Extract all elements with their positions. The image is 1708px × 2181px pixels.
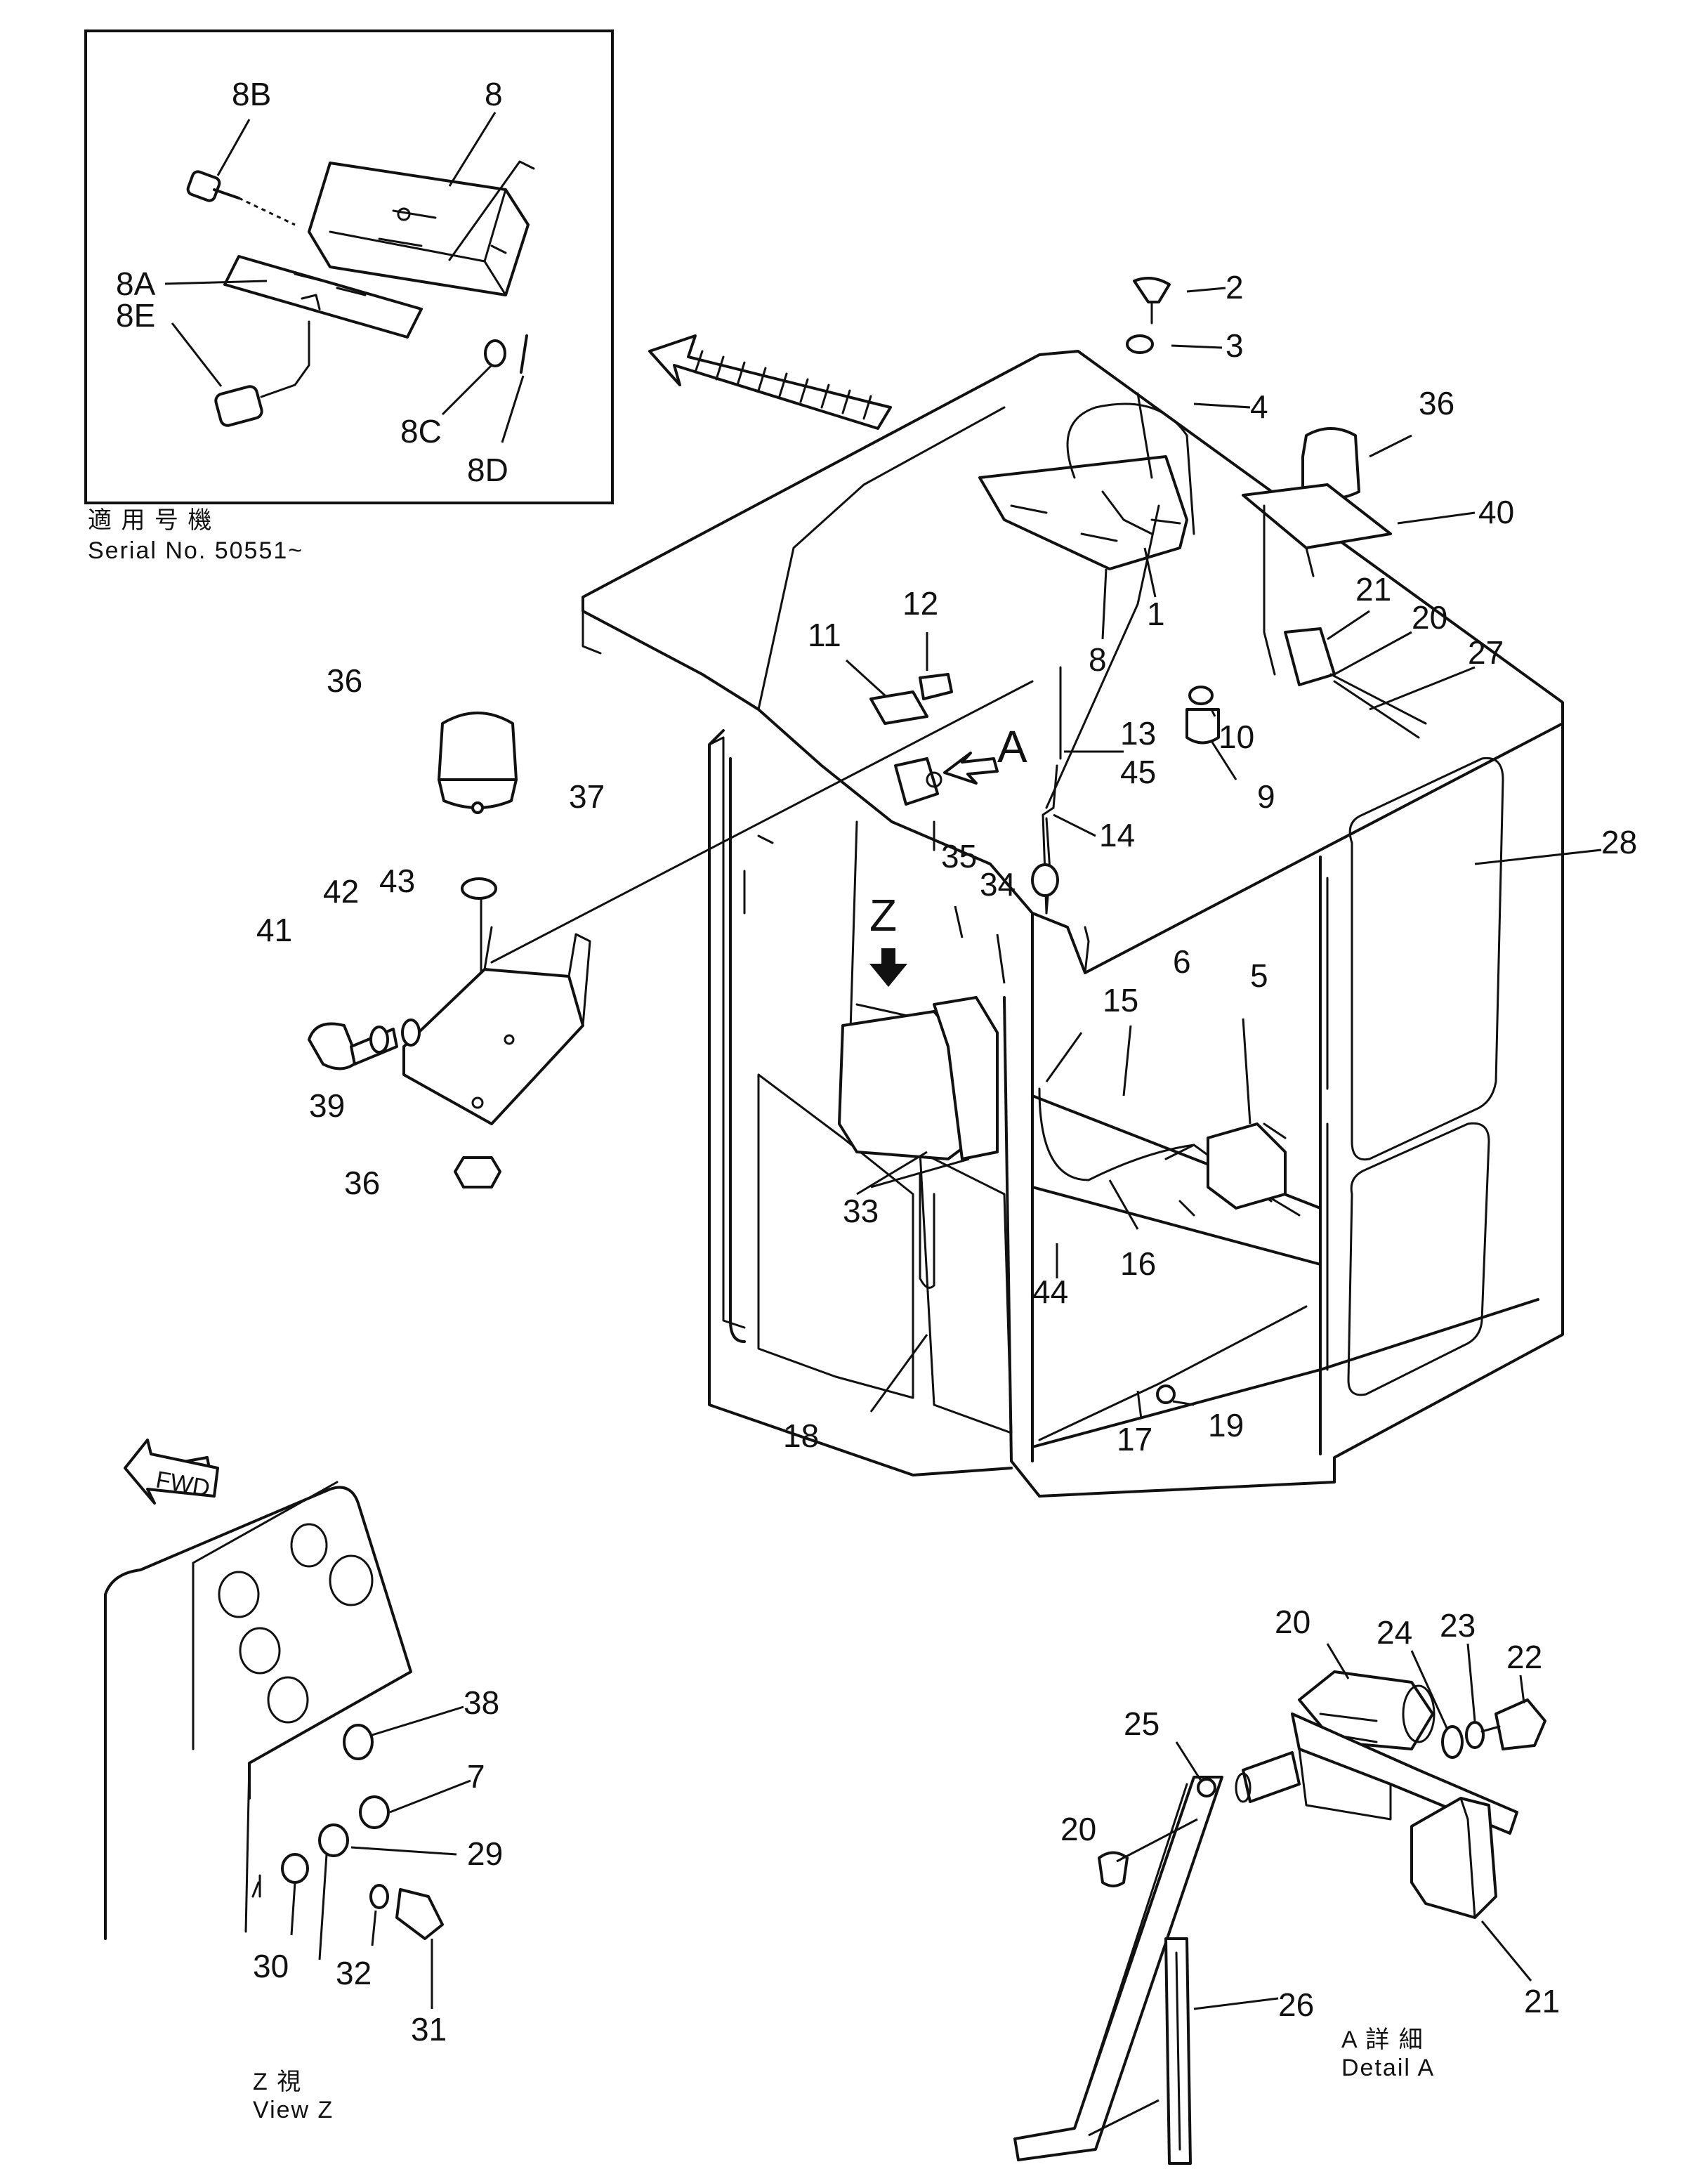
callout-6: 6 — [1173, 943, 1191, 980]
bolt-8b-drawing — [186, 170, 296, 226]
serial-label-jp: 適 用 号 機 — [88, 507, 213, 534]
callout-36-nut: 36 — [344, 1165, 380, 1201]
washer-8c-drawing — [484, 339, 506, 367]
detail-a-caption: Detail A — [1341, 2055, 1435, 2081]
callout-4: 4 — [1250, 388, 1268, 425]
callout-11: 11 — [808, 617, 841, 653]
callout-24: 24 — [1377, 1614, 1412, 1651]
callout-2: 2 — [1226, 269, 1244, 306]
callout-23: 23 — [1440, 1607, 1476, 1644]
callout-9: 9 — [1257, 778, 1275, 815]
cab-assembly — [582, 350, 1564, 1498]
callout-8e: 8E — [116, 297, 155, 334]
callout-13: 13 — [1120, 715, 1156, 752]
callout-21: 21 — [1355, 571, 1391, 608]
callout-26: 26 — [1278, 1986, 1314, 2023]
callout-40: 40 — [1478, 494, 1514, 530]
callout-3: 3 — [1226, 327, 1244, 364]
callout-8b: 8B — [232, 76, 271, 112]
view-z-caption-jp: Z 視 — [253, 2069, 302, 2095]
callout-8d: 8D — [467, 452, 508, 488]
callout-20-detail-nut: 20 — [1060, 1811, 1096, 1847]
view-a-arrow — [943, 752, 999, 785]
callout-20: 20 — [1412, 599, 1447, 636]
callout-19: 19 — [1208, 1407, 1244, 1443]
callout-36-roof: 36 — [1419, 385, 1454, 421]
callout-35: 35 — [941, 838, 977, 875]
roof-fasteners — [919, 277, 1220, 745]
callout-12: 12 — [902, 585, 938, 622]
main-callouts: 2 3 4 36 40 21 20 27 8 1 10 9 12 11 13 4… — [256, 269, 1637, 1458]
callout-31: 31 — [411, 2011, 447, 2048]
beacon-bracket-assembly — [308, 680, 1034, 1188]
callout-33: 33 — [843, 1193, 879, 1229]
callout-39: 39 — [309, 1087, 345, 1124]
callout-14: 14 — [1099, 817, 1135, 853]
callout-37: 37 — [569, 778, 605, 815]
callout-44: 44 — [1032, 1273, 1068, 1310]
callout-32: 32 — [336, 1955, 372, 1991]
callout-27: 27 — [1468, 634, 1504, 671]
callout-38: 38 — [464, 1684, 499, 1721]
forward-direction-arrow — [648, 334, 892, 430]
callout-34: 34 — [980, 866, 1016, 903]
callout-8-roof: 8 — [1089, 641, 1107, 678]
serial-number-label: Serial No. 50551~ — [88, 537, 303, 564]
callout-36-beacon: 36 — [327, 662, 362, 699]
view-z-arrow — [869, 948, 907, 987]
callout-43: 43 — [379, 863, 415, 899]
view-z-caption: View Z — [253, 2097, 334, 2123]
callout-41: 41 — [256, 912, 292, 948]
callout-8a: 8A — [116, 266, 156, 302]
view-z-letter: Z — [869, 890, 897, 941]
callout-42: 42 — [323, 873, 359, 910]
inset-serial-box: 8B 8 8A 8E 8C 8D — [84, 30, 614, 504]
callout-7: 7 — [467, 1758, 485, 1795]
callout-10: 10 — [1218, 719, 1254, 755]
bolt-8e-drawing — [214, 320, 310, 427]
bracket-8a-drawing — [223, 255, 423, 339]
callout-25: 25 — [1124, 1705, 1160, 1742]
callout-22: 22 — [1506, 1639, 1542, 1675]
callout-15: 15 — [1103, 982, 1138, 1019]
callout-30: 30 — [253, 1948, 289, 1984]
view-a-letter: A — [997, 721, 1027, 772]
callout-29: 29 — [467, 1835, 503, 1872]
callout-5: 5 — [1250, 957, 1268, 994]
view-z-panel: FWD 38 7 29 30 32 31 — [104, 1439, 503, 2048]
callout-21-detail: 21 — [1524, 1983, 1560, 2019]
callout-20-detail-motor: 20 — [1275, 1604, 1310, 1640]
pin-8d-drawing — [520, 334, 528, 374]
callout-28: 28 — [1601, 824, 1637, 860]
callout-16: 16 — [1120, 1245, 1156, 1282]
callout-8c: 8C — [400, 413, 442, 450]
callout-18: 18 — [783, 1417, 819, 1454]
tray-8-drawing — [308, 160, 535, 296]
callout-45: 45 — [1120, 754, 1156, 790]
detail-a-panel: 22 23 24 20 25 20 26 21 — [1013, 1604, 1560, 2165]
detail-a-caption-jp: A 詳 細 — [1341, 2026, 1424, 2053]
callout-17: 17 — [1117, 1421, 1152, 1458]
callout-1: 1 — [1147, 596, 1165, 632]
callout-8: 8 — [485, 76, 503, 112]
